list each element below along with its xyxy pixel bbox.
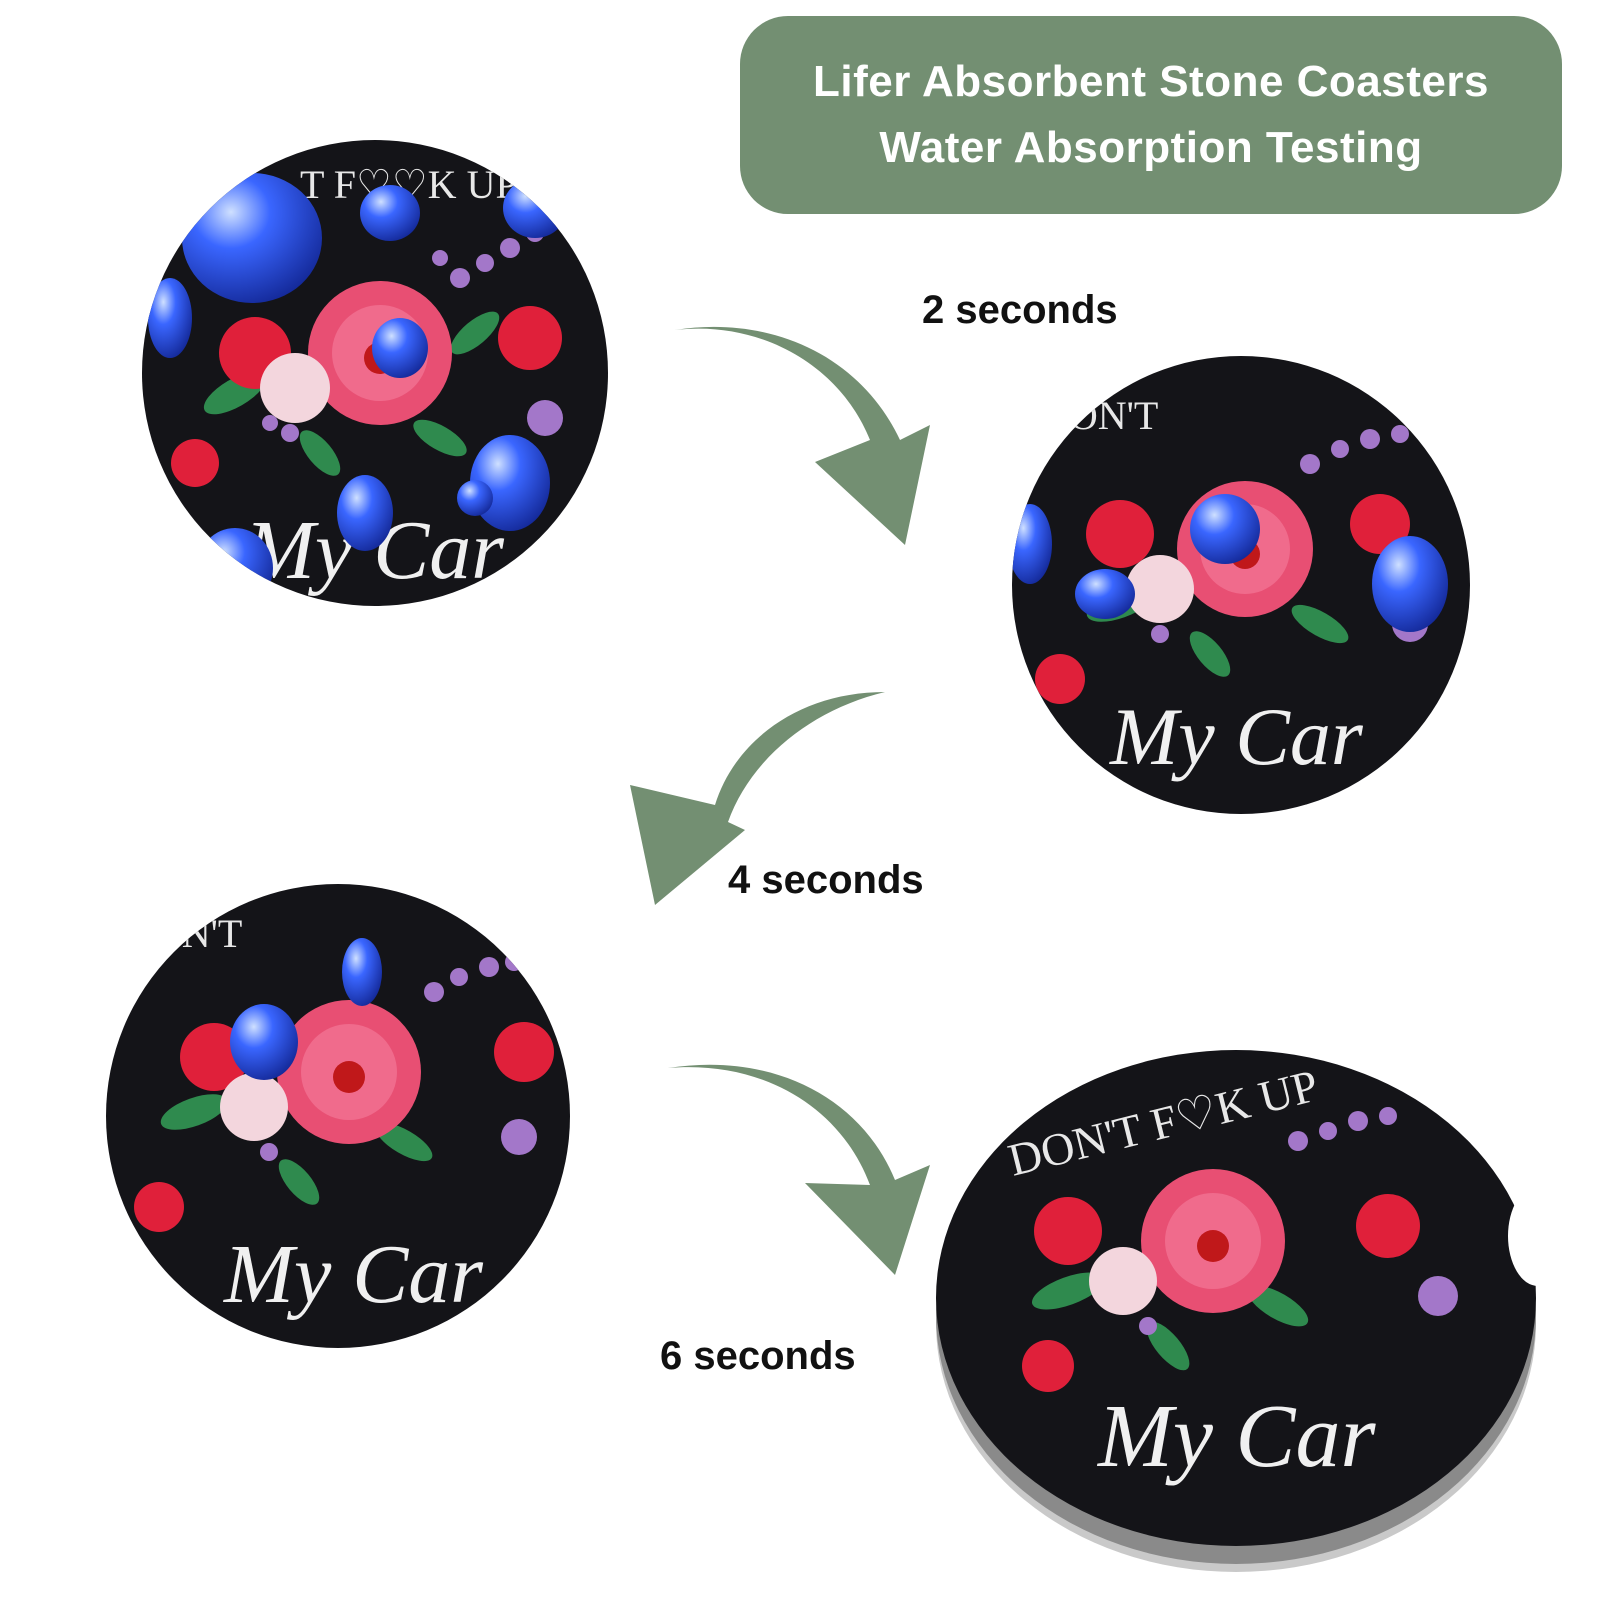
coaster-2-top-text: DON'T: [1040, 393, 1158, 438]
title-line-1: Lifer Absorbent Stone Coasters: [813, 57, 1489, 106]
arrow-2-icon: [630, 692, 885, 905]
coaster-4: DON'T F♡K UP My Car: [936, 1050, 1566, 1572]
title-line-2: Water Absorption Testing: [879, 123, 1423, 172]
coaster-1: T F♡♡K UP My Car: [142, 140, 608, 606]
arrow-1-icon: [675, 326, 930, 545]
coaster-2: DON'T My Car: [1012, 356, 1470, 814]
coaster-2-bottom-text: My Car: [1109, 691, 1364, 782]
coaster-3-top-text: DON'T: [124, 911, 242, 956]
step-label-2s: 2 seconds: [922, 288, 1118, 332]
coaster-3: DON'T My Car: [106, 884, 570, 1348]
coaster-4-bottom-text: My Car: [1096, 1387, 1376, 1486]
title-banner: Lifer Absorbent Stone Coasters Water Abs…: [740, 16, 1562, 214]
step-label-6s: 6 seconds: [660, 1334, 856, 1378]
coaster-3-bottom-text: My Car: [223, 1228, 483, 1321]
step-label-4s: 4 seconds: [728, 858, 924, 902]
arrow-3-icon: [668, 1064, 930, 1275]
